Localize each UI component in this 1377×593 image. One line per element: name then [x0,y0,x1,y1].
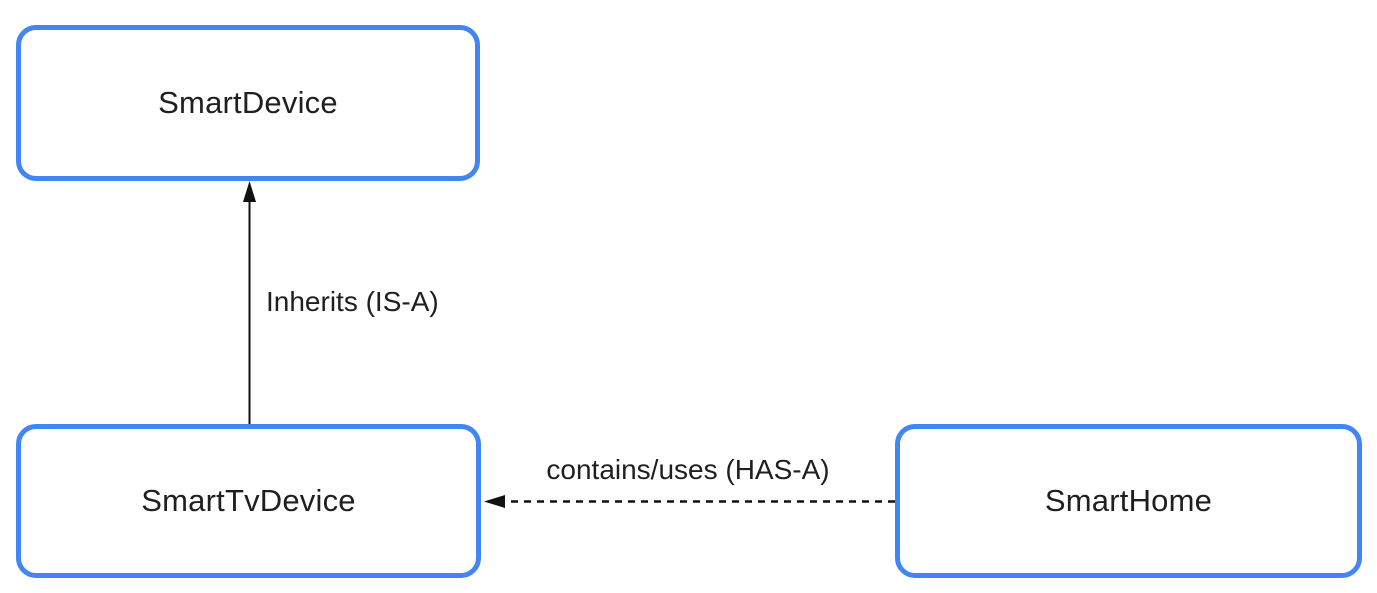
node-smarthome-label: SmartHome [1044,483,1213,518]
edge-label-has-a: contains/uses (HAS-A) [546,454,830,485]
node-smarttvdevice-label: SmartTvDevice [141,483,356,518]
composition-arrowhead-icon [484,495,505,508]
node-smarttvdevice: SmartTvDevice [16,424,481,578]
node-smarthome: SmartHome [895,424,1362,578]
inheritance-arrow [243,181,256,424]
composition-arrow [484,495,895,508]
node-smartdevice-label: SmartDevice [158,85,338,120]
edge-label-inherits: Inherits (IS-A) [266,286,439,317]
inheritance-arrowhead-icon [243,181,256,202]
node-smartdevice: SmartDevice [16,25,480,181]
